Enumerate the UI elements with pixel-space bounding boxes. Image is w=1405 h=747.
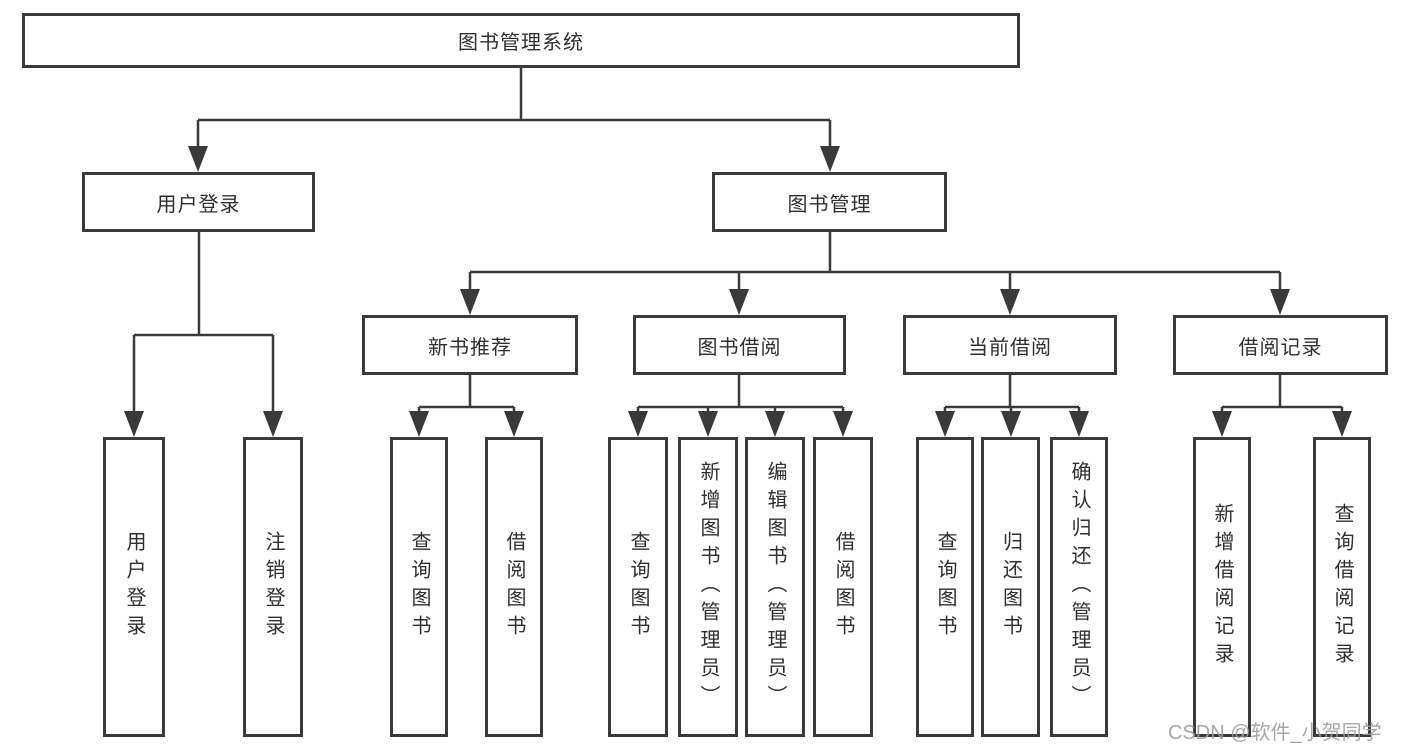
node-label: 查询借阅记录 [1331,503,1353,671]
connector-book-borrow-to-leaves [628,375,853,437]
node-label: 借阅图书 [832,531,854,643]
node-book-borrow: 图书借阅 [633,315,846,375]
node-label: 图书管理系统 [458,32,584,54]
node-label: 编辑图书（管理员） [764,461,786,713]
leaf-borrow-books-recommend: 借阅图书 [485,437,543,737]
leaf-borrow-books: 借阅图书 [813,437,873,737]
node-label: 图书管理 [787,193,872,216]
node-label: 借阅图书 [503,531,525,643]
node-label: 注销登录 [262,531,284,643]
node-label: 借阅记录 [1238,336,1323,359]
leaf-return-book: 归还图书 [981,437,1040,737]
csdn-watermark: CSDN @软件_小贺同学 [1168,722,1382,744]
leaf-confirm-return-admin: 确认归还（管理员） [1050,437,1108,737]
leaf-user-login: 用户登录 [103,437,165,737]
node-label: 用户登录 [123,531,145,643]
leaf-add-book-admin: 新增图书（管理员） [678,437,738,737]
node-book-management-system: 图书管理系统 [22,13,1020,68]
node-current-borrow: 当前借阅 [903,315,1117,375]
leaf-edit-book-admin: 编辑图书（管理员） [745,437,805,737]
leaf-query-books-borrow: 查询图书 [608,437,668,737]
node-new-book-recommend: 新书推荐 [362,315,578,375]
node-book-management: 图书管理 [712,172,947,232]
node-label: 查询图书 [934,531,956,643]
node-label: 归还图书 [999,531,1022,643]
leaf-query-books-recommend: 查询图书 [390,437,448,737]
node-label: 用户登录 [156,193,241,216]
connector-current-borrow-to-leaves [935,375,1089,437]
node-label: 图书借阅 [697,336,782,359]
node-label: 查询图书 [408,531,430,643]
connector-root-to-level2 [188,68,840,172]
leaf-query-books-current: 查询图书 [916,437,974,737]
node-label: 新增借阅记录 [1211,503,1233,671]
connector-borrow-records-to-leaves [1212,375,1352,437]
node-label: 确认归还（管理员） [1068,461,1090,713]
node-borrow-records: 借阅记录 [1173,315,1388,375]
node-label: 查询图书 [627,531,649,643]
node-user-login: 用户登录 [82,172,315,232]
node-label: 新增图书（管理员） [697,461,719,713]
leaf-query-borrow-record: 查询借阅记录 [1313,437,1371,737]
node-label: 当前借阅 [968,336,1052,359]
connector-book-management-to-level3 [460,232,1290,315]
node-label: 新书推荐 [428,336,512,359]
leaf-logout: 注销登录 [243,437,303,737]
leaf-add-borrow-record: 新增借阅记录 [1193,437,1251,737]
connector-new-book-recommend-to-leaves [409,375,524,437]
connector-user-login-to-leaves [124,232,283,437]
